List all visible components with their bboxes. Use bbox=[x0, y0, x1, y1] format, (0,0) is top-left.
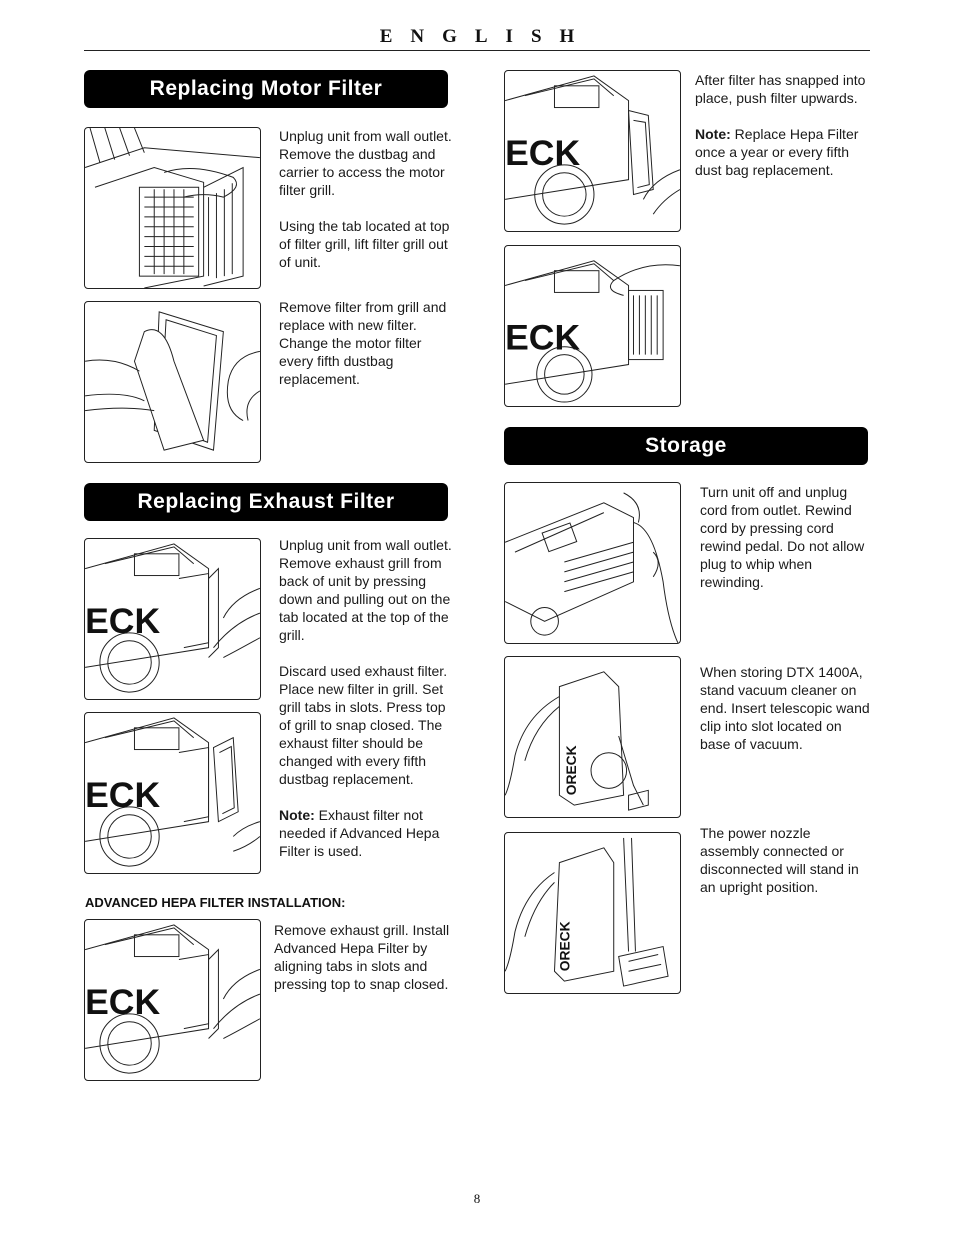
hepa-note-label: Note: bbox=[695, 126, 731, 142]
hepa-note-text: Replace Hepa Filter once a year or every… bbox=[695, 126, 859, 178]
brand-lettering: ORECK bbox=[556, 921, 572, 971]
motor-step2-text: Remove filter from grill and replace wit… bbox=[279, 299, 447, 387]
motor-filter-figure bbox=[84, 301, 261, 463]
exhaust-install-figure: ECK bbox=[84, 712, 261, 874]
cord-rewind-figure bbox=[504, 482, 681, 644]
hepa-step2-para: After filter has snapped into place, pus… bbox=[695, 72, 866, 106]
motor-grill-illustration bbox=[85, 128, 260, 288]
motor-filter-banner: Replacing Motor Filter bbox=[84, 70, 448, 108]
motor-step1-para2: Using the tab located at top of filter g… bbox=[279, 218, 450, 270]
brand-lettering: ECK bbox=[85, 775, 160, 815]
exhaust-note-label: Note: bbox=[279, 807, 315, 823]
hepa-push-figure: ECK bbox=[504, 70, 681, 232]
upright-storage-figure: ORECK bbox=[504, 656, 681, 818]
motor-step1-text: Unplug unit from wall outlet. Remove the… bbox=[279, 127, 454, 289]
brand-lettering: ECK bbox=[505, 133, 580, 173]
hepa-step1-text: Remove exhaust grill. Install Advanced H… bbox=[274, 922, 450, 992]
storage-step1-text: Turn unit off and unplug cord from outle… bbox=[700, 484, 865, 590]
hepa-installed-figure: ECK bbox=[504, 245, 681, 407]
exhaust-step1-para: Unplug unit from wall outlet. Remove exh… bbox=[279, 537, 452, 643]
storage-banner: Storage bbox=[504, 427, 868, 465]
storage-title: Storage bbox=[645, 434, 727, 457]
brand-lettering: ORECK bbox=[563, 745, 579, 795]
hepa-installed-illustration: ECK bbox=[505, 260, 680, 403]
hepa-note-para: Note: Replace Hepa Filter once a year or… bbox=[695, 125, 870, 179]
header-rule bbox=[84, 50, 870, 51]
exhaust-step2-para: Discard used exhaust filter. Place new f… bbox=[279, 663, 448, 787]
power-nozzle-figure: ORECK bbox=[504, 832, 681, 994]
exhaust-remove-figure: ECK bbox=[84, 538, 261, 700]
hepa-step2-text: After filter has snapped into place, pus… bbox=[695, 71, 870, 197]
exhaust-filter-banner: Replacing Exhaust Filter bbox=[84, 483, 448, 521]
motor-grill-figure bbox=[84, 127, 261, 289]
page-number: 8 bbox=[473, 1191, 481, 1206]
language-header: ENGLISH bbox=[379, 26, 593, 47]
hepa-heading: ADVANCED HEPA FILTER INSTALLATION: bbox=[85, 895, 346, 910]
exhaust-note-text: Exhaust filter not needed if Advanced He… bbox=[279, 807, 440, 859]
exhaust-note-para: Note: Exhaust filter not needed if Advan… bbox=[279, 806, 454, 860]
exhaust-install-illustration: ECK bbox=[85, 717, 260, 867]
brand-lettering: ECK bbox=[505, 318, 580, 358]
exhaust-remove-illustration: ECK bbox=[85, 543, 260, 693]
storage-step3-text: The power nozzle assembly connected or d… bbox=[700, 825, 859, 895]
motor-step1-para1: Unplug unit from wall outlet. Remove the… bbox=[279, 128, 452, 198]
upright-storage-illustration: ORECK bbox=[505, 671, 649, 811]
motor-filter-illustration bbox=[85, 311, 260, 451]
cord-rewind-illustration bbox=[505, 492, 679, 643]
hepa-push-illustration: ECK bbox=[505, 75, 680, 225]
exhaust-filter-title: Replacing Exhaust Filter bbox=[137, 490, 395, 513]
exhaust-step-text: Unplug unit from wall outlet. Remove exh… bbox=[279, 536, 454, 878]
hepa-install-illustration: ECK bbox=[85, 924, 260, 1074]
brand-lettering: ECK bbox=[85, 982, 160, 1022]
hepa-install-figure: ECK bbox=[84, 919, 261, 1081]
storage-step2-text: When storing DTX 1400A, stand vacuum cle… bbox=[700, 664, 870, 752]
power-nozzle-illustration: ORECK bbox=[505, 837, 669, 987]
motor-filter-title: Replacing Motor Filter bbox=[149, 77, 383, 100]
brand-lettering: ECK bbox=[85, 601, 160, 641]
